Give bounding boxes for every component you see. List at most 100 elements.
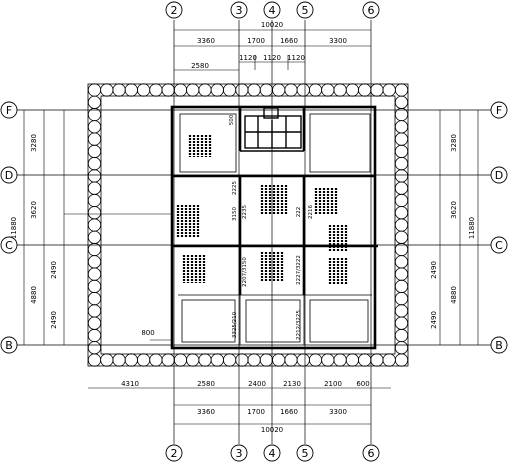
bottom-dim-9: 1660 xyxy=(280,408,298,416)
pile-circle xyxy=(87,206,102,220)
pile-circle xyxy=(358,353,372,367)
pile-circle xyxy=(394,206,409,220)
pile-circle xyxy=(358,83,372,97)
pile-circle xyxy=(198,353,212,367)
beam-2212: 2212/3225 xyxy=(296,310,302,340)
grid-right-C: C xyxy=(495,239,503,252)
top-dimension-lines xyxy=(174,29,371,71)
pile-circle xyxy=(87,83,102,97)
bottom-dimension-lines xyxy=(88,387,391,425)
grid-left-C: C xyxy=(5,239,13,252)
grid-bottom-4: 4 xyxy=(269,447,276,460)
left-top-dim: 3280 xyxy=(30,134,38,152)
pile-circle xyxy=(333,83,347,97)
pile-circle xyxy=(112,83,126,97)
left-upper-dim: 3620 xyxy=(30,201,38,219)
pile-circle xyxy=(394,304,409,318)
pile-circle xyxy=(321,83,335,97)
pile-ring xyxy=(87,83,409,367)
pile-circle xyxy=(272,353,286,367)
beam-2225: 2225 xyxy=(232,181,238,195)
bottom-overall-dim: 10020 xyxy=(261,426,283,434)
bottom-dim-5: 2100 xyxy=(324,380,342,388)
right-overall-dim: 11880 xyxy=(468,217,476,239)
top-dim-4: 3300 xyxy=(329,37,347,45)
beam-3150: 3150 xyxy=(232,207,238,221)
top-overall-dim: 10020 xyxy=(261,21,283,29)
pile-circle xyxy=(87,279,102,293)
left-seg2-dim: 2490 xyxy=(50,311,58,329)
pile-circle xyxy=(161,353,175,367)
pile-circle xyxy=(112,353,126,367)
pile-circle xyxy=(186,83,200,97)
grid-top-5: 5 xyxy=(302,4,309,17)
pile-circle xyxy=(87,120,102,134)
pile-circle xyxy=(173,83,188,97)
pile-circle xyxy=(394,132,409,146)
pile-circle xyxy=(394,267,409,281)
pile-circle xyxy=(308,83,323,97)
pile-circle xyxy=(370,83,384,97)
top-dim-8: 2580 xyxy=(191,62,209,70)
bottom-dim-2: 2580 xyxy=(197,380,215,388)
pile-circle xyxy=(186,353,200,367)
bottom-dim-7: 3360 xyxy=(197,408,215,416)
pile-circle xyxy=(394,157,409,171)
pile-circle xyxy=(87,169,102,183)
pile-circle xyxy=(284,83,298,97)
pile-circle xyxy=(394,120,409,134)
pile-circle xyxy=(87,144,102,158)
pile-circle xyxy=(124,353,138,367)
pile-circle xyxy=(87,157,102,171)
pile-circle xyxy=(394,218,409,232)
grid-top-4: 4 xyxy=(269,4,276,17)
pile-circle xyxy=(87,181,102,195)
pile-circle xyxy=(394,291,409,306)
grid-bottom-6: 6 xyxy=(368,447,375,460)
grid-top-6: 6 xyxy=(368,4,375,17)
pile-circle xyxy=(394,255,409,269)
bottom-dim-1: 4310 xyxy=(121,380,139,388)
v500-label: 500 xyxy=(229,114,235,125)
top-dim-2: 1700 xyxy=(247,37,265,45)
pile-circle xyxy=(87,328,102,343)
pile-circle xyxy=(370,353,384,367)
pile-circle xyxy=(394,181,409,195)
pile-circle xyxy=(173,353,188,367)
pile-circle xyxy=(149,83,163,97)
pile-circle xyxy=(333,353,347,367)
thin-partitions xyxy=(178,113,372,345)
grid-bottom-3: 3 xyxy=(236,447,243,460)
pile-circle xyxy=(100,353,114,367)
pile-circle xyxy=(87,341,102,355)
right-seg2-dim: 2490 xyxy=(430,311,438,329)
pile-circle xyxy=(124,83,138,97)
pile-circle xyxy=(87,218,102,232)
pile-circle xyxy=(87,255,102,269)
pile-circle xyxy=(394,144,409,158)
pile-circle xyxy=(272,83,286,97)
pile-circle xyxy=(87,353,102,367)
top-dim-7: 1120 xyxy=(287,54,305,62)
grid-left-F: F xyxy=(6,104,12,117)
stair-detail xyxy=(240,107,304,152)
bottom-dim-6: 600 xyxy=(356,380,369,388)
pile-circle xyxy=(137,353,151,367)
pile-circle xyxy=(394,328,409,343)
pile-circle xyxy=(394,279,409,293)
right-dimension-lines xyxy=(439,110,479,345)
left-dimension-lines xyxy=(23,110,65,345)
pile-circle xyxy=(296,353,310,367)
bottom-dim-10: 3300 xyxy=(329,408,347,416)
pile-circle xyxy=(345,353,359,367)
offset-800-label: 800 xyxy=(141,329,154,337)
pile-circle xyxy=(87,132,102,146)
pile-circle xyxy=(394,169,409,183)
pile-circle xyxy=(235,353,249,367)
pile-circle xyxy=(394,341,409,355)
pile-circle xyxy=(247,353,261,367)
pile-circle xyxy=(149,353,163,367)
